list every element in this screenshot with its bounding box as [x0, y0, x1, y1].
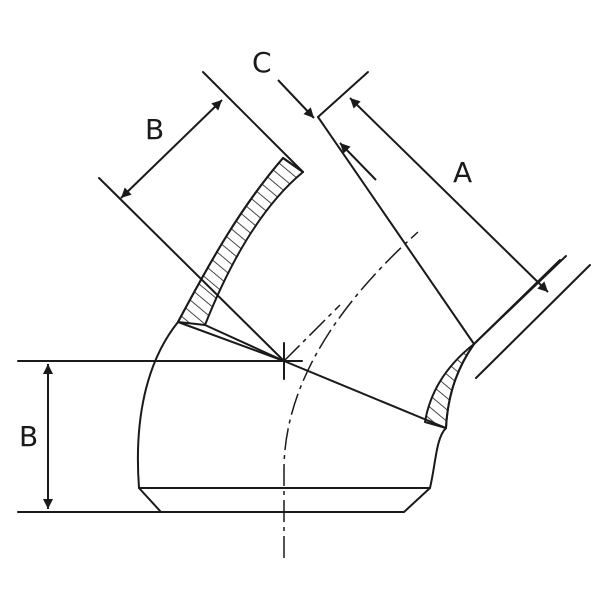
- radial-line-upper-left: [98, 177, 285, 362]
- section-line-upper: [177, 321, 285, 362]
- dimension-c-arrow-outer: [277, 79, 315, 119]
- pipe-edge-inner: [475, 264, 591, 379]
- label-a: A: [453, 156, 472, 189]
- section-line-upper-inner: [204, 324, 285, 362]
- extension-line-b-upper: [202, 71, 304, 173]
- weld-bevel-outer: [177, 157, 304, 326]
- centerline-radial: [283, 304, 341, 362]
- extension-line-a-bottom: [473, 259, 561, 345]
- dimension-b-upper: [120, 99, 223, 199]
- section-line-lower: [283, 360, 447, 429]
- centerline-arc: [283, 231, 419, 558]
- label-b-upper: B: [145, 113, 164, 146]
- dimension-a: [349, 97, 549, 293]
- weld-bevel-inner: [424, 343, 475, 429]
- end-face: [317, 116, 475, 345]
- bottom-bevel: [138, 487, 431, 513]
- label-b-lower: B: [19, 420, 38, 453]
- label-c: C: [252, 46, 272, 79]
- extension-line-a-top: [317, 71, 369, 118]
- dimension-c-arrow-inner: [339, 142, 377, 181]
